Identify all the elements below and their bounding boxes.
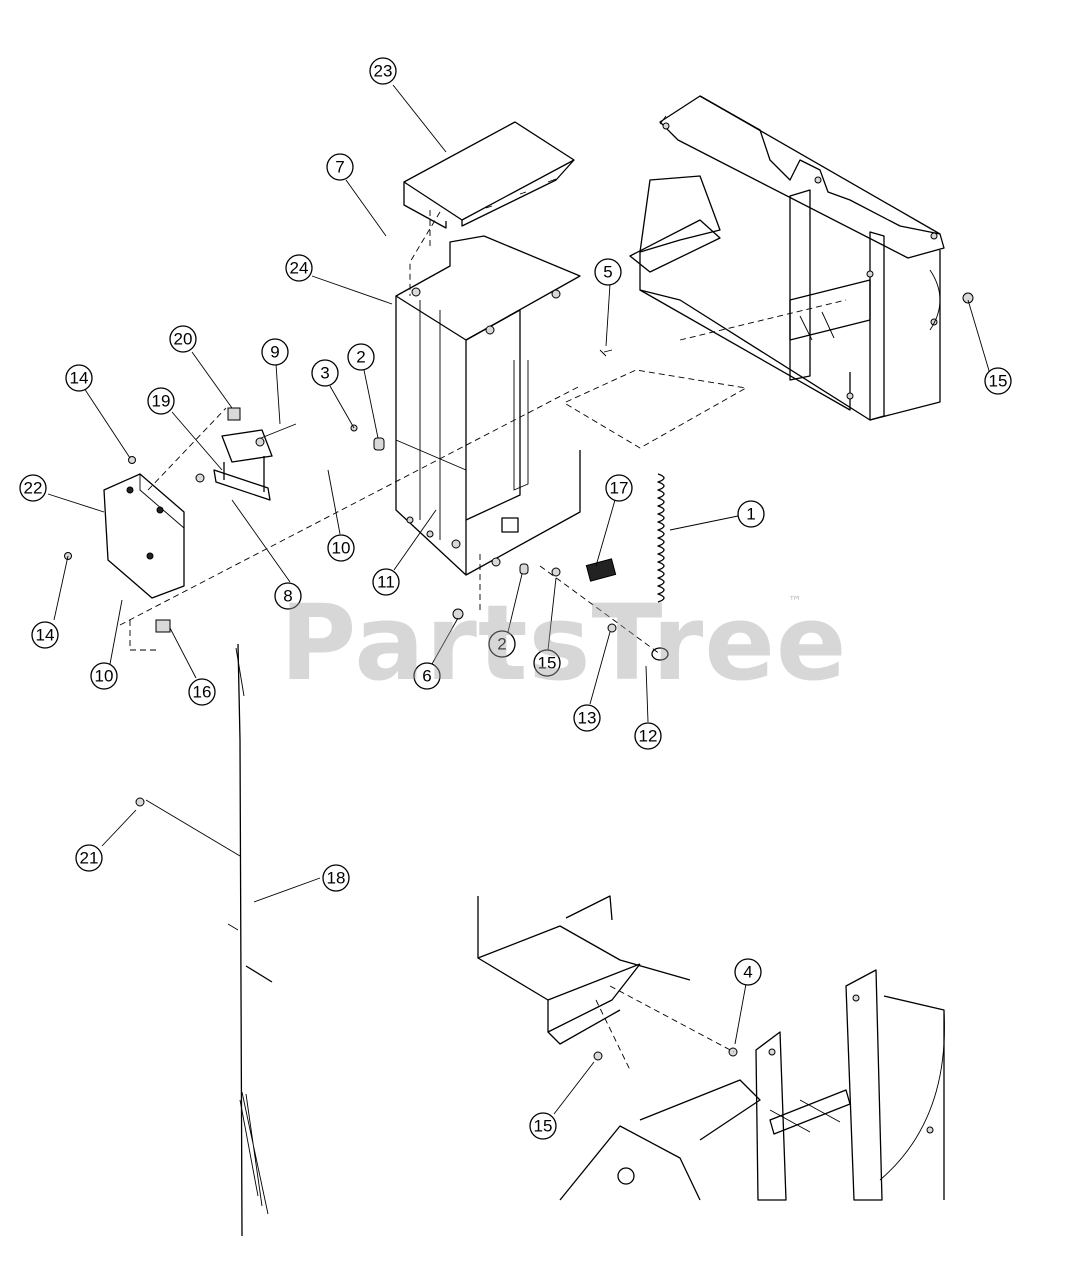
svg-text:14: 14 (36, 626, 55, 645)
part-24-main-housing (395, 235, 581, 576)
small-hardware (135, 349, 738, 1061)
callout-16: 16 (188, 678, 216, 706)
svg-text:15: 15 (534, 1117, 553, 1136)
svg-text:24: 24 (290, 259, 309, 278)
svg-text:14: 14 (70, 369, 89, 388)
svg-text:6: 6 (422, 667, 431, 686)
svg-text:2: 2 (356, 348, 365, 367)
svg-text:9: 9 (270, 343, 279, 362)
part-23-top-cover (403, 121, 575, 229)
callout-15: 15 (533, 649, 561, 677)
svg-text:16: 16 (193, 683, 212, 702)
callout-8: 8 (274, 582, 302, 610)
callout-12: 12 (634, 722, 662, 750)
frame-assembly-top-right (629, 95, 974, 421)
svg-text:5: 5 (603, 263, 612, 282)
callout-18: 18 (322, 864, 350, 892)
callout-24: 24 (285, 254, 313, 282)
svg-text:17: 17 (610, 479, 629, 498)
svg-text:21: 21 (80, 849, 99, 868)
callout-19: 19 (147, 387, 175, 415)
callout-22: 22 (19, 474, 47, 502)
part-18-cable (145, 643, 273, 1237)
svg-text:18: 18 (327, 869, 346, 888)
callout-7: 7 (326, 153, 354, 181)
svg-text:3: 3 (320, 364, 329, 383)
svg-text:15: 15 (989, 372, 1008, 391)
part-17-decal (585, 558, 617, 582)
callout-5: 5 (594, 258, 622, 286)
lower-frame-assembly (477, 895, 945, 1201)
callout-10: 10 (327, 534, 355, 562)
svg-text:15: 15 (538, 654, 557, 673)
callout-6: 6 (413, 662, 441, 690)
callout-9: 9 (261, 338, 289, 366)
callout-15: 15 (529, 1112, 557, 1140)
callout-23: 23 (369, 57, 397, 85)
svg-text:12: 12 (639, 727, 658, 746)
trademark-symbol: ™ (788, 594, 802, 610)
callout-14: 14 (65, 364, 93, 392)
callout-2: 2 (347, 343, 375, 371)
svg-text:10: 10 (95, 667, 114, 686)
svg-text:19: 19 (152, 392, 171, 411)
svg-text:11: 11 (377, 573, 395, 592)
svg-text:22: 22 (24, 479, 43, 498)
svg-text:2: 2 (497, 635, 506, 654)
callout-20: 20 (169, 325, 197, 353)
callout-14: 14 (31, 621, 59, 649)
svg-text:10: 10 (332, 539, 351, 558)
callout-2: 2 (488, 630, 516, 658)
callout-15: 15 (984, 367, 1012, 395)
callout-17: 17 (605, 474, 633, 502)
part-19-bracket-assembly (195, 407, 297, 501)
svg-text:4: 4 (743, 963, 752, 982)
svg-text:20: 20 (174, 330, 193, 349)
callout-10: 10 (90, 662, 118, 690)
callout-4: 4 (734, 958, 762, 986)
svg-text:7: 7 (335, 158, 344, 177)
callout-11: 11 (372, 568, 400, 596)
callout-1: 1 (737, 500, 765, 528)
callout-3: 3 (311, 359, 339, 387)
svg-text:23: 23 (374, 62, 393, 81)
callout-21: 21 (75, 844, 103, 872)
callout-13: 13 (573, 704, 601, 732)
svg-text:13: 13 (578, 709, 597, 728)
part-1-spring (657, 473, 665, 603)
assembly-guide-lines (119, 210, 847, 1071)
leader-lines (47, 84, 991, 1115)
svg-text:8: 8 (283, 587, 292, 606)
svg-text:1: 1 (746, 505, 755, 524)
part-22-side-plate (64, 456, 185, 599)
